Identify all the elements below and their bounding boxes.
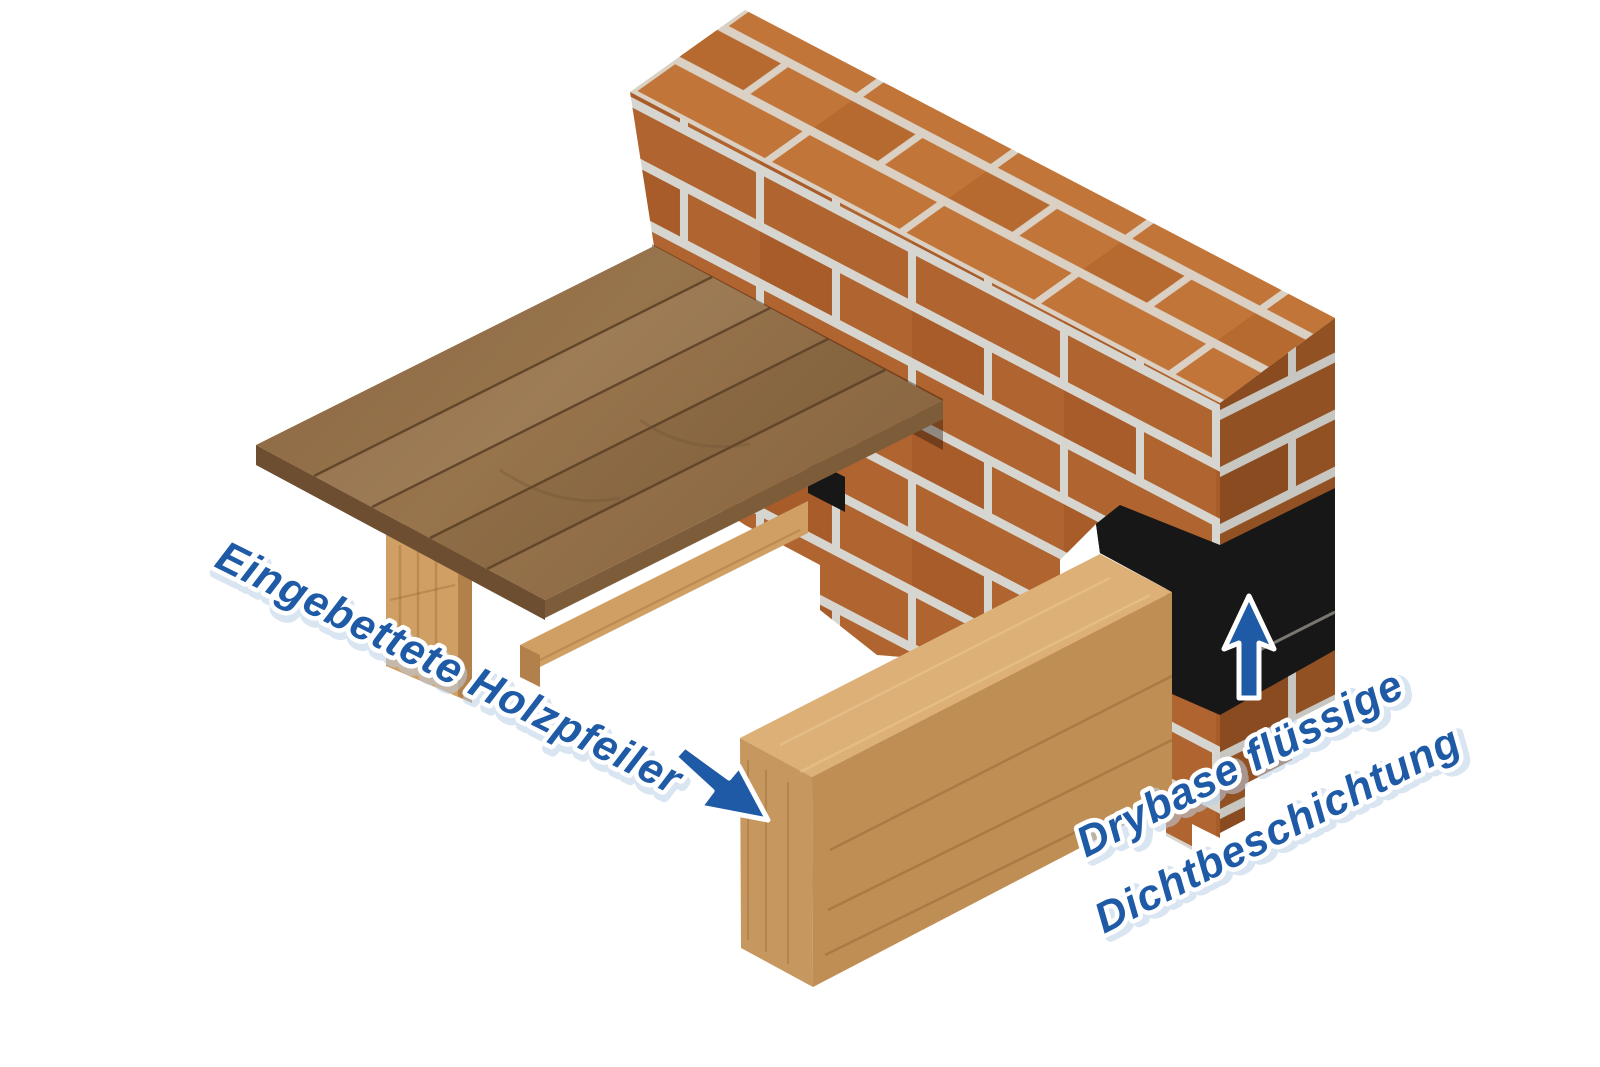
wall-top-highlight [630,10,1335,403]
plank-seam [429,337,829,540]
plank-tone [314,277,770,507]
plank-seam [371,306,771,509]
floorboards-top [256,246,943,600]
beam-top-face [740,554,1172,777]
beam-end-face [740,738,813,987]
floorboards-endgrain-rim [256,445,545,620]
floorboards-side-rim [545,401,943,618]
wall-front-face [630,92,1220,850]
plank-seam [486,368,886,571]
wall-top-face [630,10,1335,403]
floorboards [256,246,943,620]
embedded-beam [740,554,1173,987]
floor-joist [520,501,808,687]
diagonal-pointer-arrow-icon [672,743,771,823]
plank-tone [430,339,885,569]
beam-side-face [812,592,1172,987]
up-arrow-icon [1221,593,1277,701]
plank-seam [313,275,713,478]
coating-pocket-reveal [1096,505,1172,592]
